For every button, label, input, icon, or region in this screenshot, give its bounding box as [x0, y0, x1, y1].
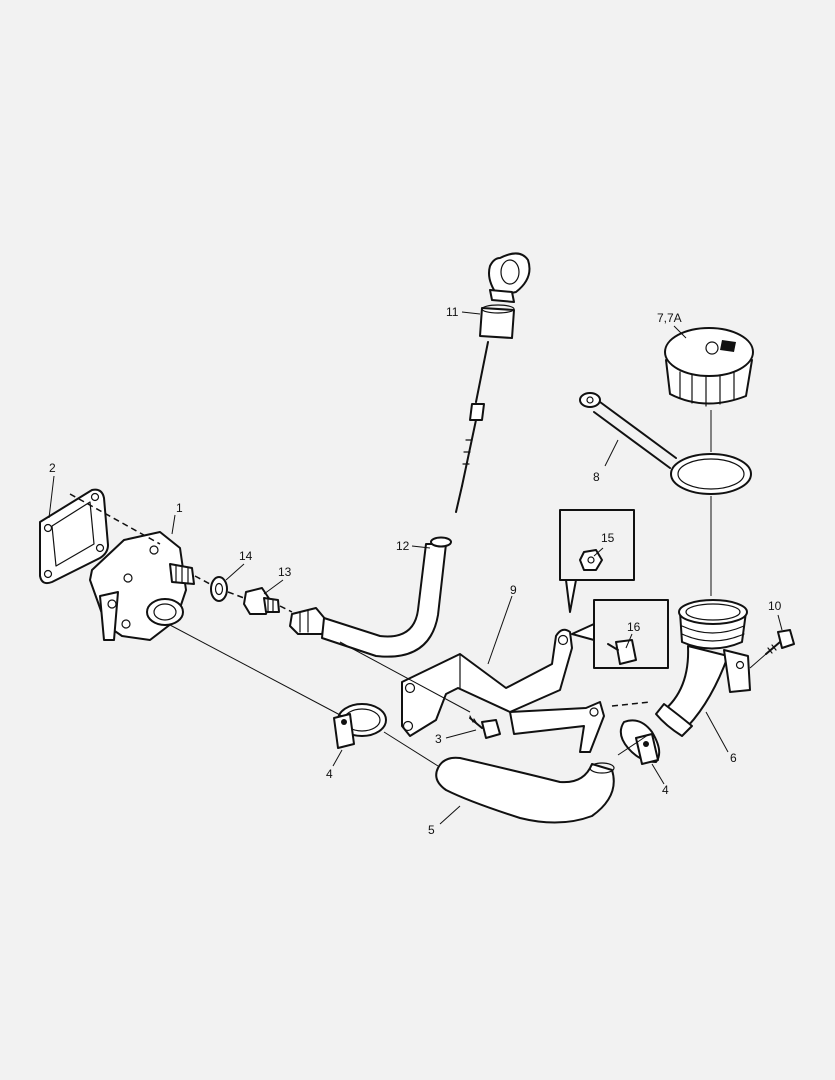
- detail-box-nut: [559, 509, 635, 613]
- callout-1: 1: [176, 501, 183, 515]
- callout-15: 15: [601, 531, 615, 545]
- callout-2: 2: [49, 461, 56, 475]
- callout-7-7a: 7,7A: [657, 311, 682, 325]
- hose-clip-part-right[interactable]: [619, 719, 661, 765]
- dipstick-guide-tube-part[interactable]: [289, 536, 452, 658]
- gasket-part[interactable]: [39, 488, 109, 585]
- bolt-part-3[interactable]: [469, 715, 501, 739]
- thermostat-housing-part[interactable]: [89, 531, 195, 641]
- leader-lines: [48, 311, 783, 825]
- callout-8: 8: [593, 470, 600, 484]
- callout-5: 5: [428, 823, 435, 837]
- callout-4-right: 4: [662, 783, 669, 797]
- sealing-washer-part[interactable]: [210, 576, 228, 602]
- assembly-lines: [69, 410, 767, 767]
- hose-clip-part-left[interactable]: [333, 703, 387, 749]
- reservoir-cap-part[interactable]: [664, 327, 754, 407]
- callout-labels: 1 2 3 4 4 5 6 7,7A 8 9 10 11 12 13 14 15…: [49, 305, 782, 837]
- dipstick-part[interactable]: [455, 252, 531, 513]
- callout-9: 9: [510, 583, 517, 597]
- cap-strap-ring-part[interactable]: [579, 392, 752, 495]
- reservoir-filler-neck-part[interactable]: [655, 599, 751, 737]
- callout-13: 13: [278, 565, 292, 579]
- callout-3: 3: [435, 732, 442, 746]
- callout-14: 14: [239, 549, 253, 563]
- detail-box-bolt: [571, 599, 669, 669]
- callout-11: 11: [446, 305, 459, 319]
- union-fitting-part[interactable]: [243, 587, 280, 615]
- callout-6: 6: [730, 751, 737, 765]
- callout-4-left: 4: [326, 767, 333, 781]
- callout-12: 12: [396, 539, 410, 553]
- bolt-part-10[interactable]: [765, 629, 795, 655]
- coolant-hose-part[interactable]: [435, 756, 615, 824]
- mounting-bracket-part[interactable]: [401, 628, 605, 753]
- callout-10: 10: [768, 599, 782, 613]
- callout-16: 16: [627, 620, 641, 634]
